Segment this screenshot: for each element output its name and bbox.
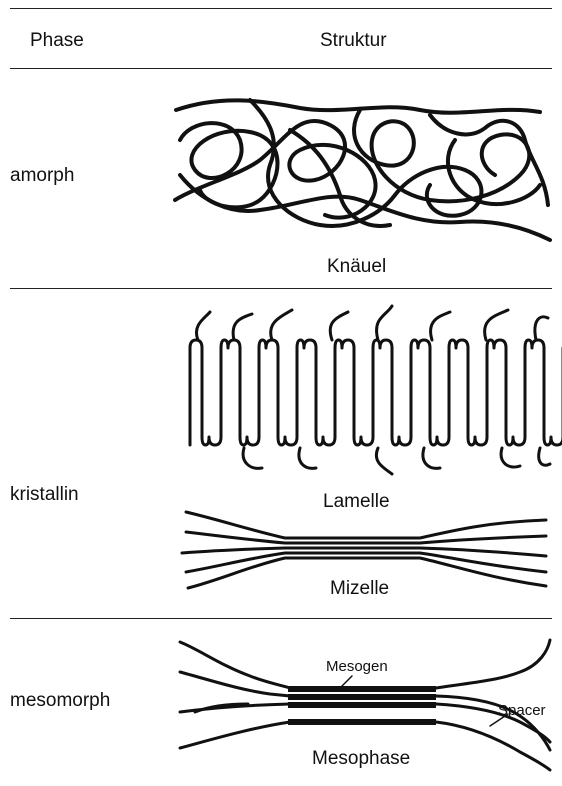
- micelle-drawing: [182, 512, 546, 588]
- lamella-drawing: [190, 306, 562, 474]
- mesogen-blocks: [288, 686, 436, 725]
- coil-drawing: [175, 100, 550, 240]
